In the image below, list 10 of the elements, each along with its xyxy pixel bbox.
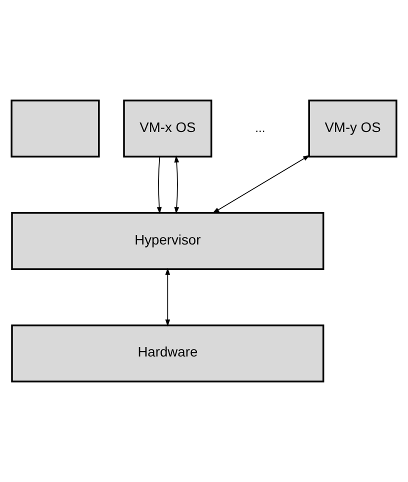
node-box: Hardware xyxy=(11,324,324,382)
label: ... xyxy=(255,120,266,135)
node-box: VM-y OS xyxy=(308,100,398,158)
arrow xyxy=(165,268,170,326)
node-box: VM-x OS xyxy=(123,100,212,158)
node-box: Hypervisor xyxy=(11,212,324,270)
arrow xyxy=(156,156,162,214)
node-box xyxy=(10,100,100,158)
arrow xyxy=(174,155,180,214)
arrow xyxy=(212,155,310,214)
